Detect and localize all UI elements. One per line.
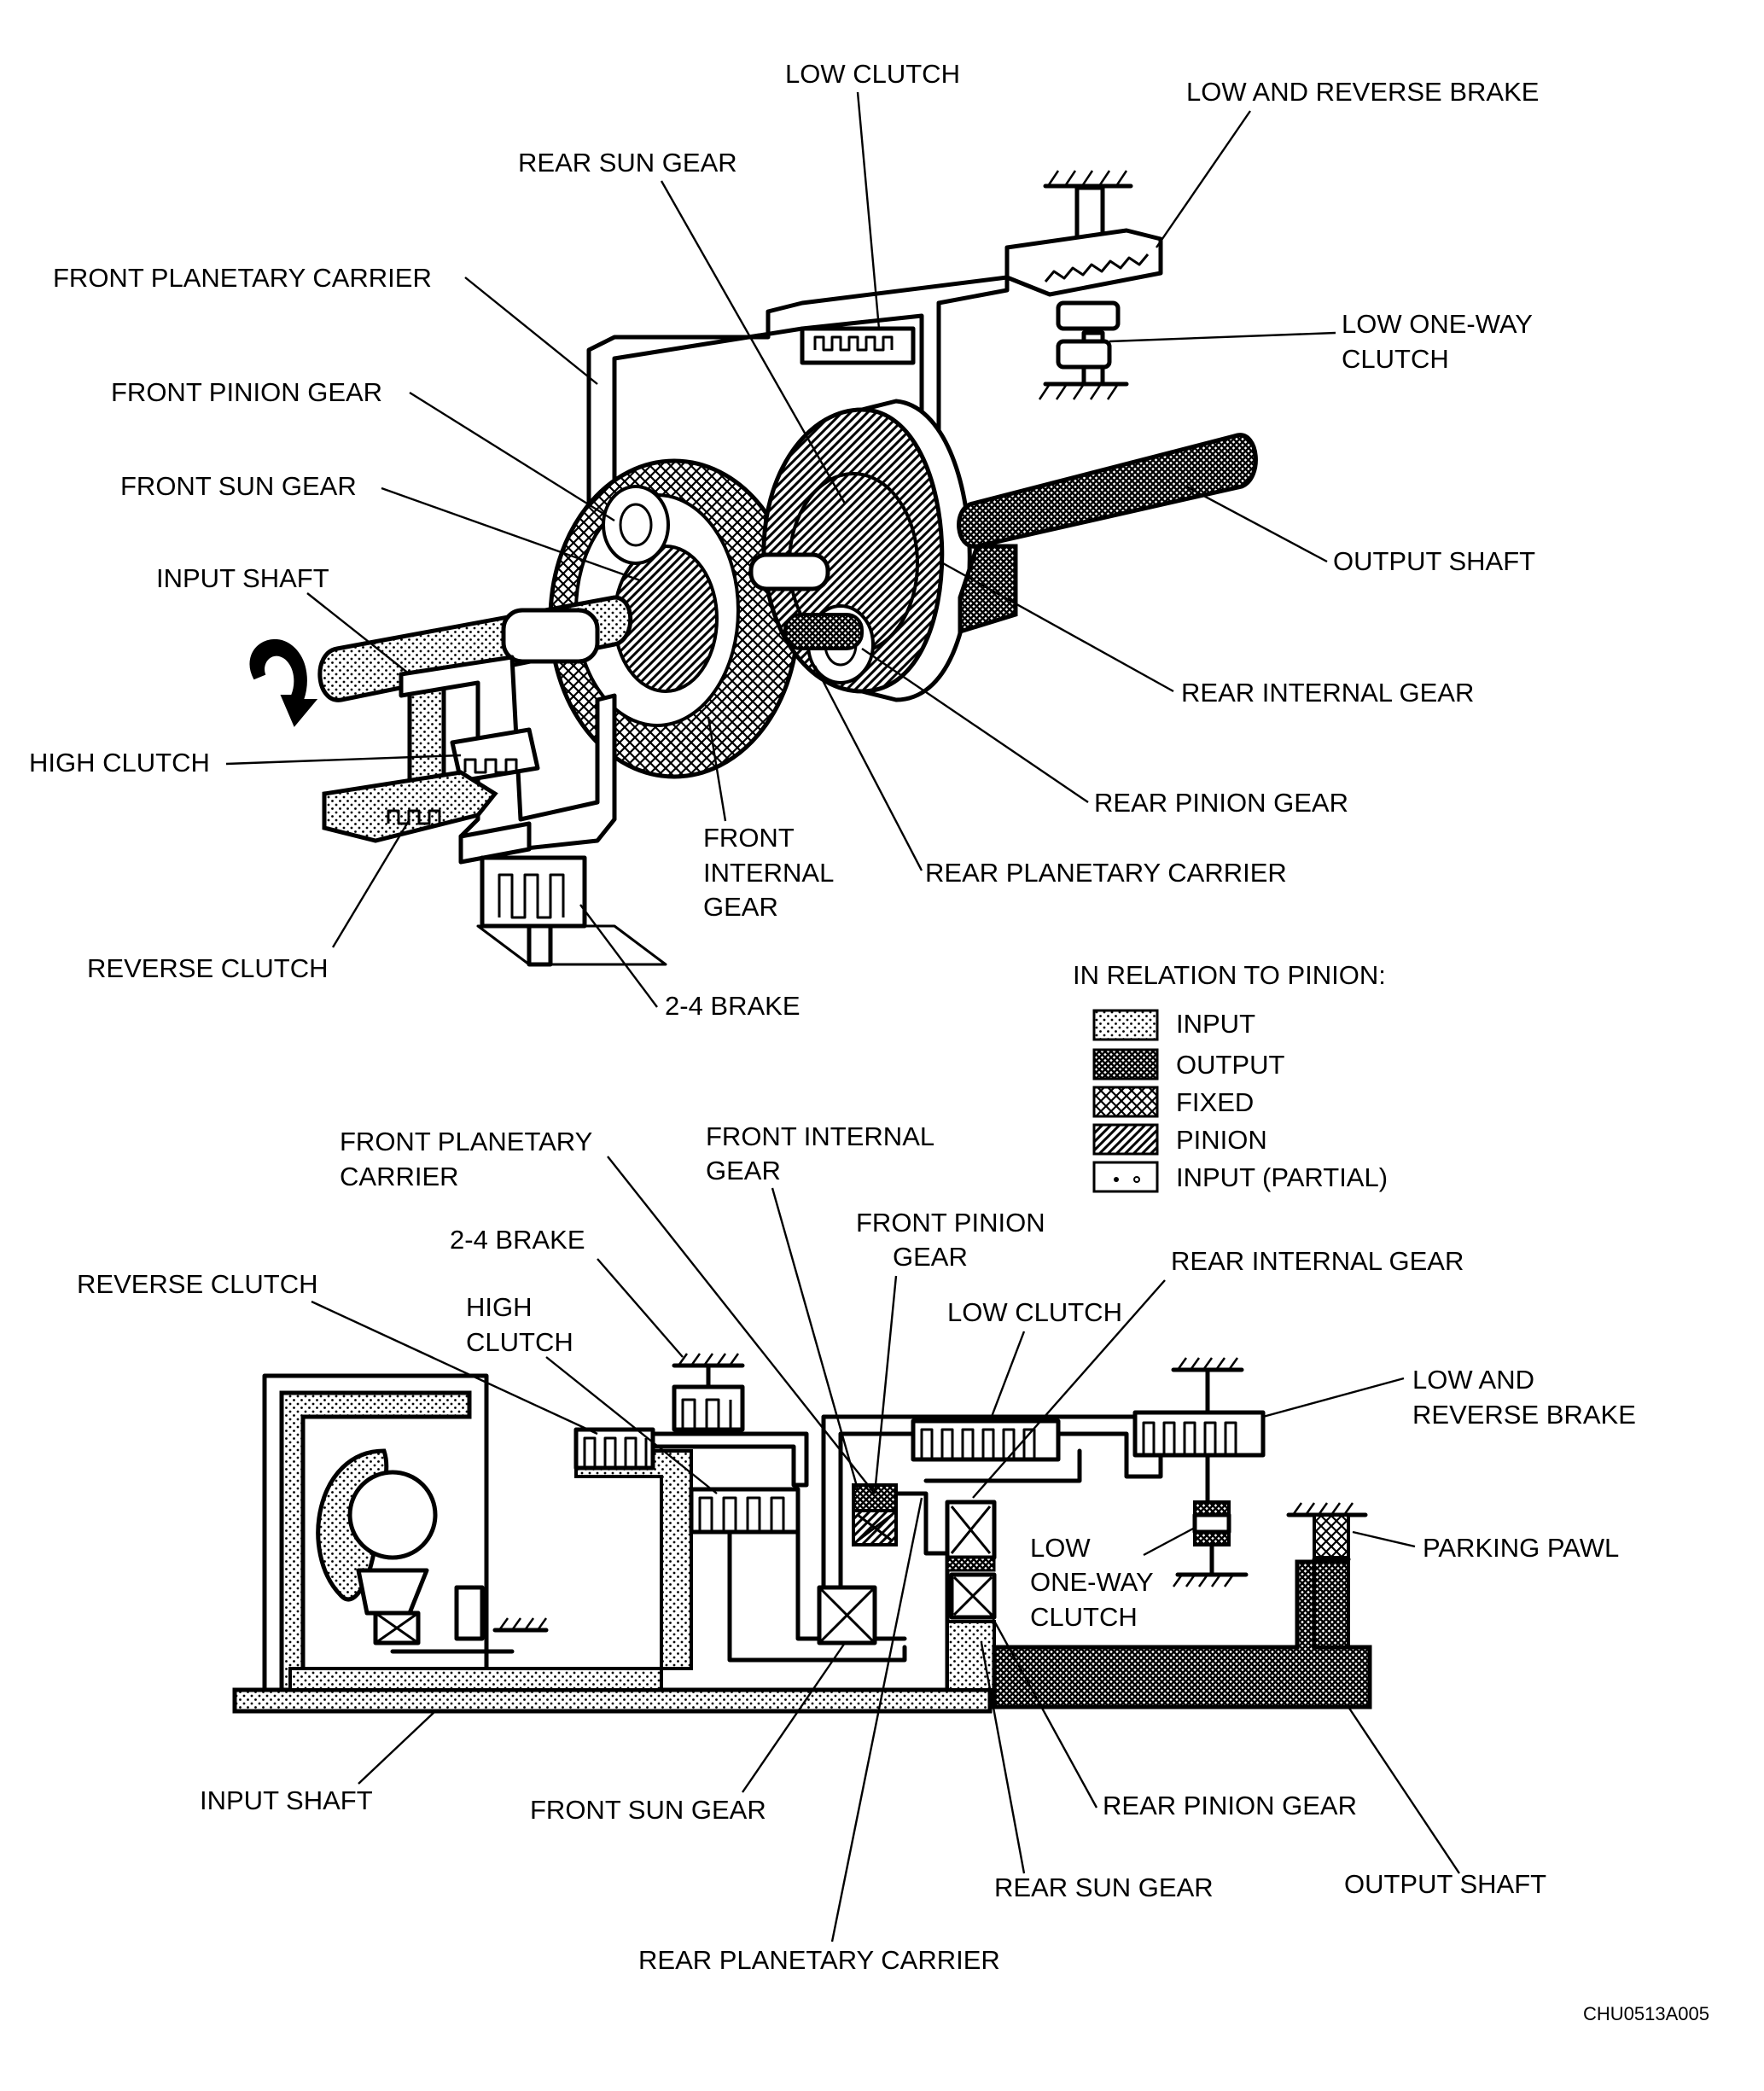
label-front-sun-gear: FRONT SUN GEAR: [120, 471, 357, 501]
label-b-rear-internal-gear: REAR INTERNAL GEAR: [1171, 1246, 1464, 1276]
label-front-planetary-carrier: FRONT PLANETARY CARRIER: [53, 263, 432, 293]
label-front-internal-gear-2: INTERNAL: [703, 858, 834, 888]
bottom-leader-lines: [311, 1156, 1460, 1942]
label-rear-sun-gear: REAR SUN GEAR: [518, 148, 737, 178]
schematic-diagram: [232, 1353, 1372, 1714]
legend-swatch-input-partial: [1092, 1161, 1159, 1193]
rotation-arrow-icon: [249, 639, 318, 727]
cutaway-illustration: [249, 170, 1258, 967]
brake-2-4-pack: [672, 1384, 745, 1432]
label-b-rear-sun-gear: REAR SUN GEAR: [994, 1873, 1214, 1902]
label-b-high-clutch-2: CLUTCH: [466, 1327, 573, 1357]
high-clutch-pack: [689, 1487, 800, 1535]
label-2-4-brake: 2-4 BRAKE: [665, 991, 800, 1021]
legend-swatch-output: [1092, 1048, 1159, 1080]
legend-swatch-fixed: [1092, 1086, 1159, 1118]
low-reverse-brake-pack: [1132, 1410, 1266, 1458]
legend-label-fixed: FIXED: [1176, 1087, 1254, 1117]
label-rear-internal-gear: REAR INTERNAL GEAR: [1181, 678, 1474, 708]
brake-2-4-shape: [458, 821, 667, 967]
legend-label-output: OUTPUT: [1176, 1050, 1285, 1080]
label-b-low-one-way-clutch-1: LOW: [1030, 1533, 1091, 1563]
label-b-parking-pawl: PARKING PAWL: [1423, 1533, 1619, 1563]
label-b-front-pinion-gear-2: GEAR: [893, 1242, 968, 1272]
low-one-way-clutch-shape: [1056, 300, 1121, 331]
label-rear-pinion-gear: REAR PINION GEAR: [1094, 788, 1348, 818]
label-b-front-internal-gear-1: FRONT INTERNAL: [706, 1121, 934, 1151]
bottom-labels: FRONT PLANETARY CARRIER FRONT INTERNAL G…: [77, 1121, 1709, 2024]
input-shaft-bar: [232, 1687, 993, 1714]
label-b-rear-planetary-carrier: REAR PLANETARY CARRIER: [638, 1945, 1000, 1975]
label-low-and-reverse-brake: LOW AND REVERSE BRAKE: [1186, 77, 1539, 107]
label-b-low-one-way-clutch-2: ONE-WAY: [1030, 1567, 1154, 1597]
label-high-clutch: HIGH CLUTCH: [29, 748, 210, 778]
label-b-input-shaft: INPUT SHAFT: [200, 1785, 373, 1815]
label-b-front-internal-gear-2: GEAR: [706, 1156, 781, 1185]
label-b-2-4-brake: 2-4 BRAKE: [450, 1225, 585, 1255]
label-b-rear-pinion-gear: REAR PINION GEAR: [1103, 1791, 1357, 1820]
label-b-low-one-way-clutch-3: CLUTCH: [1030, 1602, 1138, 1632]
label-low-clutch: LOW CLUTCH: [785, 59, 960, 89]
legend-item-pinion: PINION: [1092, 1123, 1267, 1156]
label-b-reverse-clutch: REVERSE CLUTCH: [77, 1269, 318, 1299]
output-shaft-shape: [957, 433, 1258, 549]
label-b-front-planetary-carrier-1: FRONT PLANETARY: [340, 1127, 592, 1156]
legend-item-input-partial: INPUT (PARTIAL): [1092, 1161, 1388, 1193]
label-front-internal-gear-3: GEAR: [703, 892, 778, 922]
legend: IN RELATION TO PINION: INPUT OUTPUT FIXE…: [1073, 960, 1388, 1193]
legend-title: IN RELATION TO PINION:: [1073, 960, 1386, 990]
label-b-output-shaft: OUTPUT SHAFT: [1344, 1869, 1546, 1899]
label-b-high-clutch-1: HIGH: [466, 1292, 533, 1322]
label-b-low-and-reverse-brake-1: LOW AND: [1412, 1365, 1534, 1395]
label-low-one-way-clutch-1: LOW ONE-WAY: [1342, 309, 1533, 339]
figure-code: CHU0513A005: [1583, 2003, 1709, 2024]
legend-item-output: OUTPUT: [1092, 1048, 1285, 1080]
top-labels: LOW CLUTCH LOW AND REVERSE BRAKE REAR SU…: [29, 59, 1539, 1021]
parking-pawl-block: [1313, 1513, 1350, 1559]
legend-label-input: INPUT: [1176, 1009, 1255, 1039]
label-b-front-pinion-gear-1: FRONT PINION: [856, 1208, 1045, 1238]
legend-label-input-partial: INPUT (PARTIAL): [1176, 1162, 1388, 1192]
label-input-shaft: INPUT SHAFT: [156, 563, 329, 593]
label-b-low-and-reverse-brake-2: REVERSE BRAKE: [1412, 1400, 1636, 1430]
reverse-clutch-shape: [322, 770, 498, 843]
top-leader-lines: [225, 91, 1336, 1008]
label-low-one-way-clutch-2: CLUTCH: [1342, 344, 1449, 374]
legend-item-fixed: FIXED: [1092, 1086, 1254, 1118]
legend-item-input: INPUT: [1092, 1009, 1255, 1041]
label-b-low-clutch: LOW CLUTCH: [947, 1297, 1122, 1327]
label-b-front-sun-gear: FRONT SUN GEAR: [530, 1795, 766, 1825]
front-planetary-carrier-drum: [821, 1414, 1163, 1624]
label-front-internal-gear-1: FRONT: [703, 823, 795, 853]
legend-swatch-input: [1092, 1009, 1159, 1041]
label-front-pinion-gear: FRONT PINION GEAR: [111, 377, 382, 407]
label-output-shaft: OUTPUT SHAFT: [1333, 546, 1535, 576]
legend-label-pinion: PINION: [1176, 1125, 1267, 1155]
label-b-front-planetary-carrier-2: CARRIER: [340, 1162, 459, 1191]
legend-swatch-pinion: [1092, 1123, 1159, 1156]
label-reverse-clutch: REVERSE CLUTCH: [87, 953, 329, 983]
label-rear-planetary-carrier: REAR PLANETARY CARRIER: [925, 858, 1287, 888]
